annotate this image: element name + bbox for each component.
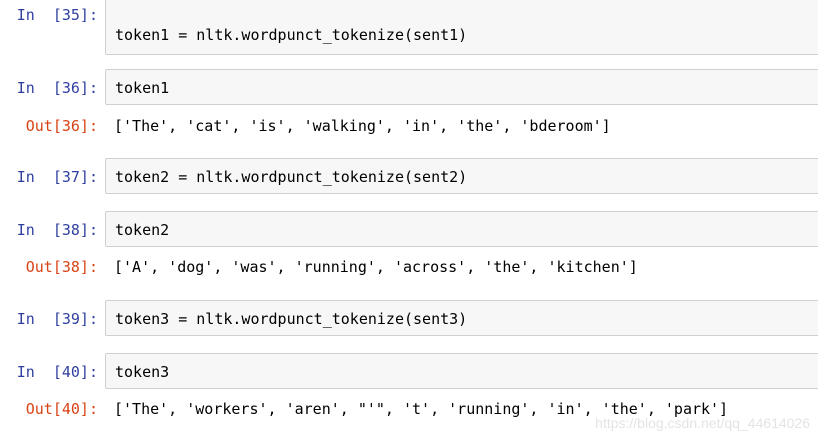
code-text-37: token2 = nltk.wordpunct_tokenize(sent2) <box>115 168 468 186</box>
code-text-40: token3 <box>115 363 170 381</box>
out-prompt-36: Out[36]: <box>25 117 98 135</box>
in-prompt-40: In [40]: <box>16 363 98 381</box>
code-input-35[interactable]: token1 = nltk.wordpunct_tokenize(sent1) <box>105 0 818 55</box>
out-prompt-38: Out[38]: <box>25 258 98 276</box>
code-input-39[interactable]: token3 = nltk.wordpunct_tokenize(sent3) <box>105 300 818 336</box>
code-text-38: token2 <box>115 221 170 239</box>
in-prompt-37: In [37]: <box>16 168 98 186</box>
in-prompt-35: In [35]: <box>16 6 98 24</box>
code-input-37[interactable]: token2 = nltk.wordpunct_tokenize(sent2) <box>105 158 818 194</box>
code-text-35: token1 = nltk.wordpunct_tokenize(sent1) <box>115 26 468 44</box>
in-prompt-38: In [38]: <box>16 221 98 239</box>
out-prompt-40: Out[40]: <box>25 400 98 418</box>
in-prompt-39: In [39]: <box>16 310 98 328</box>
output-text-38: ['A', 'dog', 'was', 'running', 'across',… <box>114 258 638 276</box>
code-input-38[interactable]: token2 <box>105 211 818 247</box>
code-text-39: token3 = nltk.wordpunct_tokenize(sent3) <box>115 310 468 328</box>
code-text-36: token1 <box>115 79 170 97</box>
code-input-36[interactable]: token1 <box>105 69 818 105</box>
output-text-36: ['The', 'cat', 'is', 'walking', 'in', 't… <box>114 117 611 135</box>
watermark: https://blog.csdn.net/qq_44614026 <box>595 415 810 431</box>
in-prompt-36: In [36]: <box>16 79 98 97</box>
code-input-40[interactable]: token3 <box>105 353 818 389</box>
output-text-40: ['The', 'workers', 'aren', "'", 't', 'ru… <box>114 400 729 418</box>
